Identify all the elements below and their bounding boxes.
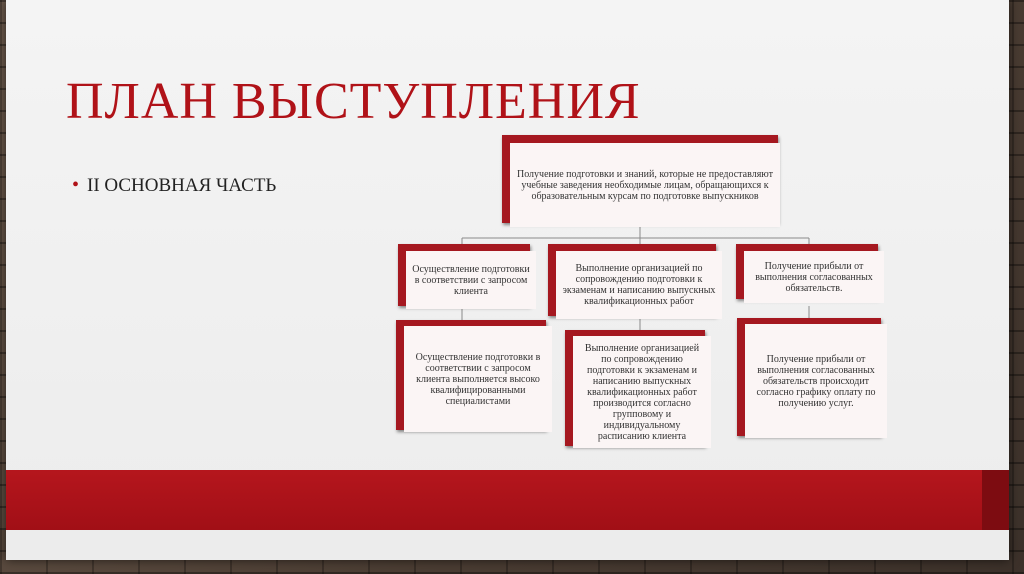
detail-box-3: Получение прибыли от выполнения согласов…: [737, 318, 887, 438]
branch-box-2: Выполнение организацией по сопровождению…: [548, 244, 722, 319]
slide-title: ПЛАН ВЫСТУПЛЕНИЯ: [66, 73, 641, 130]
root-text: Получение подготовки и знаний, которые н…: [510, 143, 780, 227]
detail-text-3: Получение прибыли от выполнения согласов…: [745, 324, 887, 438]
branch-label-1: Осуществление подготовки в соответствии …: [406, 251, 536, 309]
slide: ПЛАН ВЫСТУПЛЕНИЯ • II ОСНОВНАЯ ЧАСТЬ Полу…: [6, 0, 1009, 560]
detail-text-1: Осуществление подготовки в соответствии …: [404, 326, 552, 432]
detail-box-2: Выполнение организацией по сопровождению…: [565, 330, 711, 448]
bullet-text: II ОСНОВНАЯ ЧАСТЬ: [87, 175, 277, 196]
branch-label-3: Получение прибыли от выполнения согласов…: [744, 251, 884, 303]
detail-text-2: Выполнение организацией по сопровождению…: [573, 336, 711, 448]
branch-box-1: Осуществление подготовки в соответствии …: [398, 244, 536, 309]
red-band-end: [982, 470, 1009, 530]
red-band: [6, 470, 1009, 530]
bullet-item: • II ОСНОВНАЯ ЧАСТЬ: [72, 174, 276, 197]
bullet-dot-icon: •: [72, 174, 80, 196]
detail-box-1: Осуществление подготовки в соответствии …: [396, 320, 552, 432]
branch-label-2: Выполнение организацией по сопровождению…: [556, 251, 722, 319]
branch-box-3: Получение прибыли от выполнения согласов…: [736, 244, 884, 303]
root-box: Получение подготовки и знаний, которые н…: [502, 135, 780, 227]
